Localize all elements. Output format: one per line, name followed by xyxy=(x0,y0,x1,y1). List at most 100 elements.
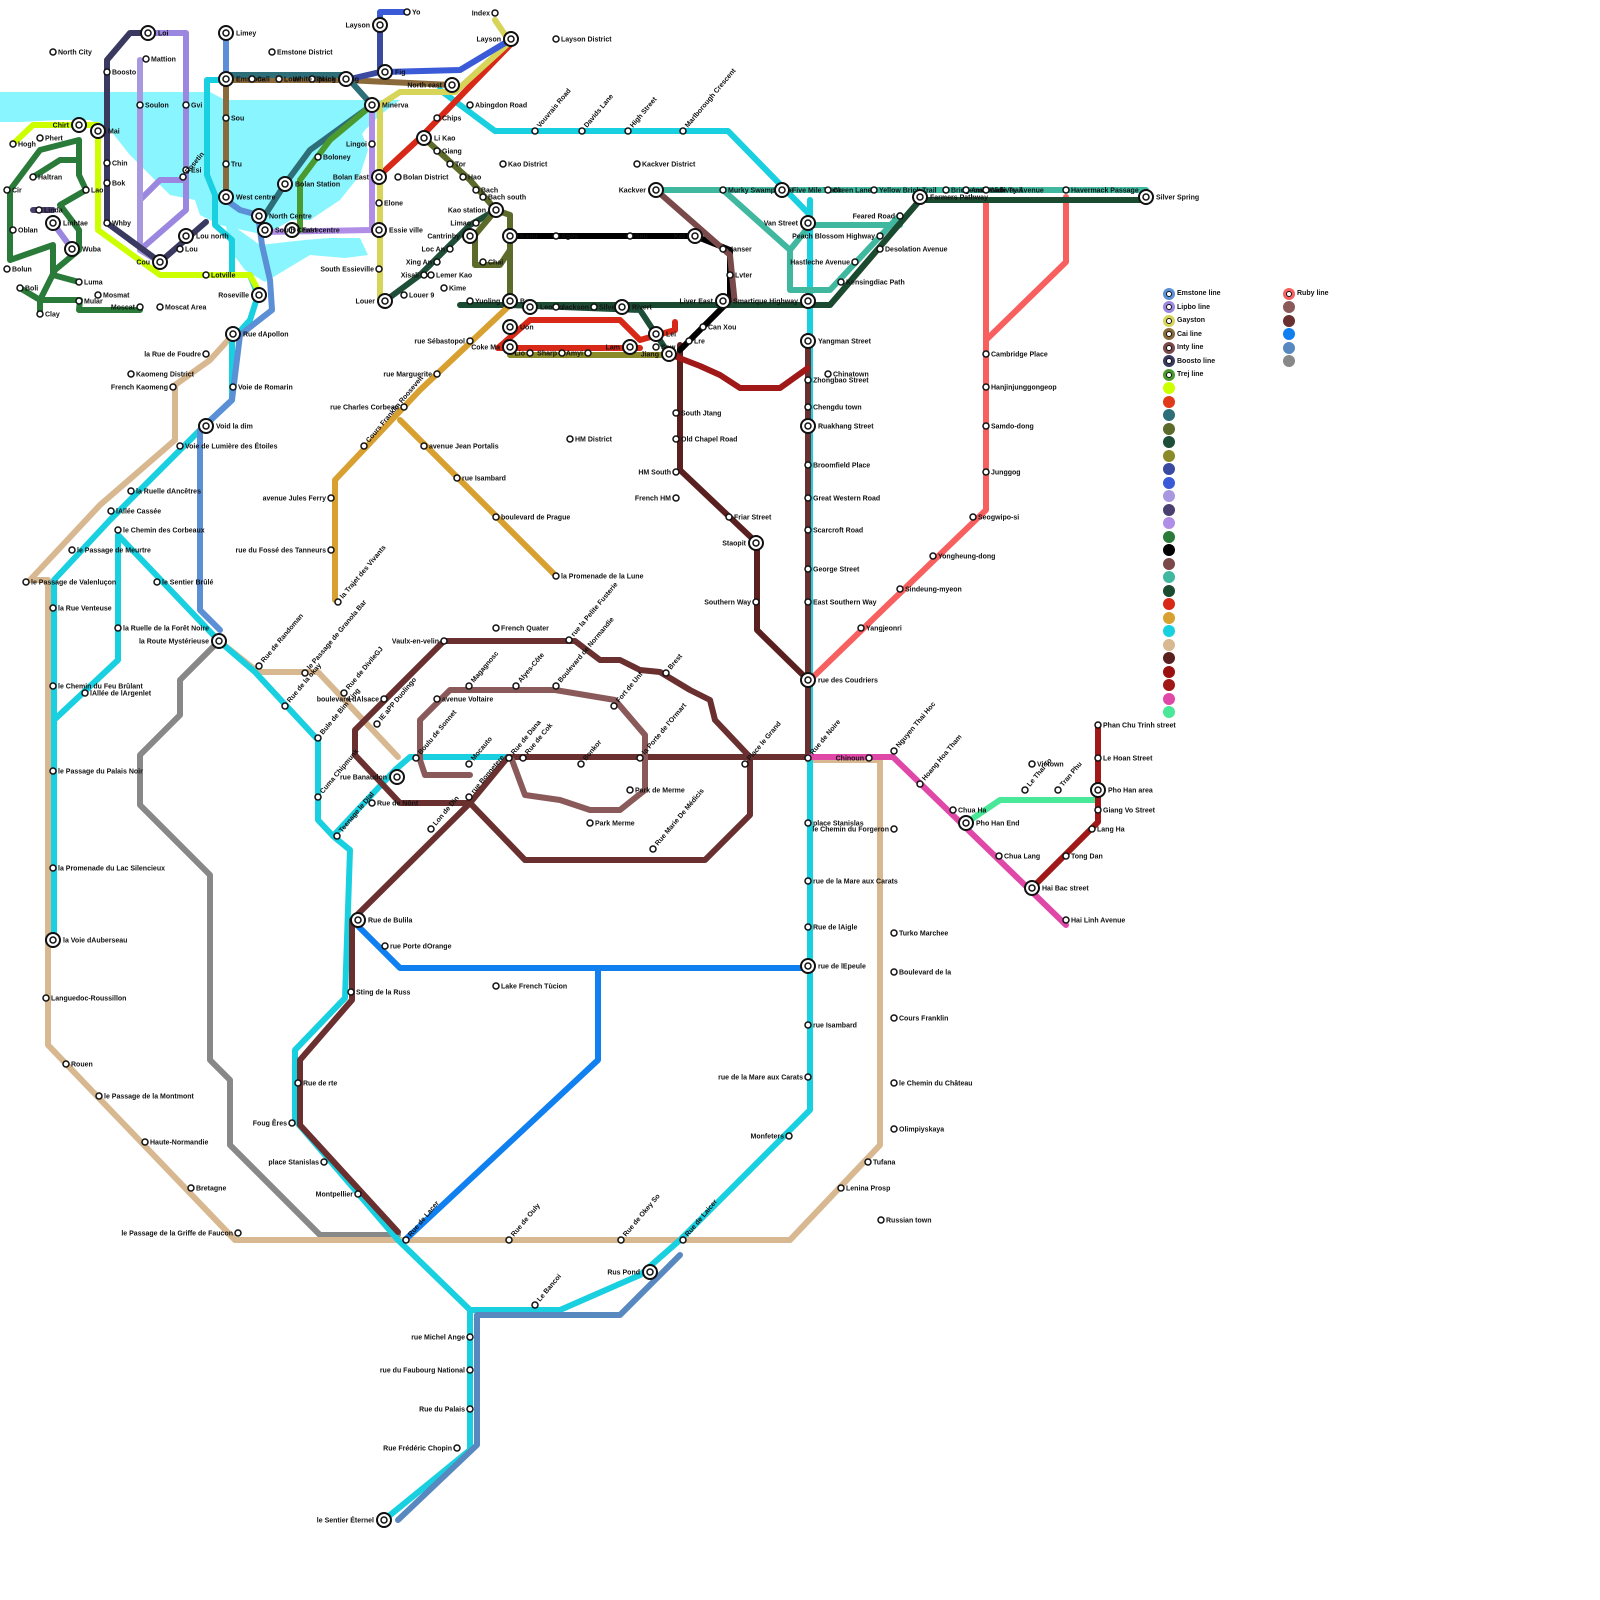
station-phan-chu-trinh-street[interactable]: Phan Chu Trinh street xyxy=(1094,721,1176,730)
station-wuba[interactable]: Wuba xyxy=(64,241,101,257)
station-le-passage-de-valenlucon[interactable]: le Passage de Valenluçon xyxy=(22,578,116,587)
station-tru[interactable]: Tru xyxy=(222,160,242,169)
station-north-centre[interactable]: North Centre xyxy=(251,208,312,224)
station-void-la-dim[interactable]: Void la dim xyxy=(198,418,253,434)
station-broomfield-place[interactable]: Broomfield Place xyxy=(804,461,870,470)
station-amyi[interactable]: Amyi xyxy=(566,349,592,358)
station-linhtae[interactable]: Linhtae xyxy=(45,215,88,231)
station-chai[interactable]: Chai xyxy=(479,258,503,267)
station-pho-han-area[interactable]: Pho Han area xyxy=(1090,782,1153,798)
station-ages[interactable]: Ages xyxy=(552,232,578,241)
station-rue-dapollon[interactable]: Rue dApollon xyxy=(225,326,289,342)
station-french-hm[interactable]: French HM xyxy=(635,494,680,503)
station-loc-an[interactable]: Loc An xyxy=(422,245,454,254)
station-lenina-prosp[interactable]: Lenina Prosp xyxy=(837,1184,890,1193)
station-rus-pond[interactable]: Rus Pond xyxy=(607,1264,658,1280)
station-haute-normandie[interactable]: Haute-Normandie xyxy=(141,1138,208,1147)
station-boulevard-de-la[interactable]: Boulevard de la xyxy=(890,968,951,977)
station-fort-de-unf[interactable]: Fort de Unf xyxy=(610,671,645,710)
station-index[interactable]: Index xyxy=(472,9,499,18)
station-xing-an[interactable]: Xing An xyxy=(406,258,441,267)
station-chengdu-town[interactable]: Chengdu town xyxy=(804,403,862,412)
station-park-merme[interactable]: Park Merme xyxy=(586,819,635,828)
station-silver-spring[interactable]: Silver Spring xyxy=(1138,189,1199,205)
station-hai-bac-street[interactable]: Hai Bac street xyxy=(1024,880,1089,896)
station-emstone-district[interactable]: Emstone District xyxy=(268,48,333,57)
station-rouen[interactable]: Rouen xyxy=(62,1060,93,1069)
station-foug-eres[interactable]: Foug Êres xyxy=(253,1119,296,1128)
station-silverset[interactable]: Silverset xyxy=(590,303,629,312)
station-white-spring[interactable]: White Spring xyxy=(293,71,354,87)
station-bridgeman-walk[interactable]: Bridgeman Walk xyxy=(942,186,1006,195)
station-french-quater[interactable]: French Quater xyxy=(492,624,549,633)
station-le-passage-de-la-griffe-de-faucon[interactable]: le Passage de la Griffe de Faucon xyxy=(121,1229,242,1238)
station-phert[interactable]: Phert xyxy=(36,134,64,143)
station-tufana[interactable]: Tufana xyxy=(864,1158,896,1167)
station-uon[interactable]: Uon xyxy=(502,319,534,335)
station-rue-du-fosse-des-tanneurs[interactable]: rue du Fossé des Tanneurs xyxy=(235,546,335,555)
station-boulevard-de-prague[interactable]: boulevard de Prague xyxy=(492,513,570,522)
station-bretagne[interactable]: Bretagne xyxy=(187,1184,226,1193)
station-kaomeng-district[interactable]: Kaomeng District xyxy=(127,370,195,379)
station-le-passage-de-la-montmont[interactable]: le Passage de la Montmont xyxy=(95,1092,195,1101)
station-bolan-station[interactable]: Bolan Station xyxy=(277,176,340,192)
station-east-southern-way[interactable]: East Southern Way xyxy=(804,598,877,607)
station-smartique-highway[interactable]: Smartique Highway xyxy=(733,293,816,309)
station-rue-de-divilegj[interactable]: Rue de DivileGJ xyxy=(340,646,385,697)
station-north-city[interactable]: North City xyxy=(49,48,92,57)
station-old-chapel-road[interactable]: Old Chapel Road xyxy=(672,435,737,444)
station-lvter[interactable]: Lvter xyxy=(726,271,752,280)
station-giang[interactable]: Giang xyxy=(433,147,462,156)
station-rue-michel-ange[interactable]: rue Michel Ange xyxy=(411,1333,474,1342)
station-uanser[interactable]: Uanser xyxy=(719,245,752,254)
station-oblan[interactable]: Oblan xyxy=(9,226,38,235)
station-rue-de-la-mare-aux-carats[interactable]: rue de la Mare aux Carats xyxy=(804,877,898,886)
station-bonkor[interactable]: Bonkor xyxy=(577,739,603,768)
station-la-voie-dauberseau[interactable]: la Voie dAuberseau xyxy=(45,932,127,948)
station-lake-french-tucion[interactable]: Lake French Tùcion xyxy=(492,982,567,991)
station-leonto[interactable]: Leonto xyxy=(522,299,563,315)
station-south-jtang[interactable]: South Jtang xyxy=(672,409,721,418)
station-avenue-jean-portalis[interactable]: avenue Jean Portalis xyxy=(420,442,499,451)
station-chin[interactable]: Chin xyxy=(103,159,128,168)
station-south-centre[interactable]: South Centre xyxy=(257,222,319,238)
station-davids-lane[interactable]: Davids Lane xyxy=(578,93,615,135)
station-turko-marchee[interactable]: Turko Marchee xyxy=(890,929,948,938)
station-sindeung-myeon[interactable]: Sindeung-myeon xyxy=(896,585,962,594)
station-zhongbao-street[interactable]: Zhongbao Street xyxy=(804,376,869,385)
station-rue-sebastopol[interactable]: rue Sébastopol xyxy=(414,337,474,346)
station-rue-porte-dorange[interactable]: rue Porte dOrange xyxy=(381,942,452,951)
station-lallee-cassee[interactable]: lAllée Cassée xyxy=(107,507,161,516)
station-rue-du-palais[interactable]: Rue du Palais xyxy=(419,1405,474,1414)
station-kackver[interactable]: Kackver xyxy=(619,182,664,198)
station-la-promenade-du-lac-silencieux[interactable]: la Promenade du Lac Silencieux xyxy=(49,864,165,873)
station-abingdon-road[interactable]: Abingdon Road xyxy=(466,101,527,110)
station-le-bancoi[interactable]: Le Bancoi xyxy=(531,1273,563,1309)
station-rue-de-bulila[interactable]: Rue de Bulila xyxy=(350,912,412,928)
station-rue-marguerite[interactable]: rue Marguerite xyxy=(383,370,441,379)
station-rue-de-lepeule[interactable]: rue de lEpeule xyxy=(800,958,866,974)
station-layson[interactable]: Layson xyxy=(345,17,388,33)
station-clay[interactable]: Clay xyxy=(36,310,60,319)
station-moscat-area[interactable]: Moscat Area xyxy=(156,303,206,312)
station-rue-charles-corbeau[interactable]: rue Charles Corbeau xyxy=(330,403,408,412)
station-jiang[interactable]: Jiang xyxy=(641,346,677,362)
station-la-ruelle-de-la-foret-noire[interactable]: la Ruelle de la Forêt Noire xyxy=(114,624,209,633)
station-esi[interactable]: Esi xyxy=(182,166,202,175)
station-mocauto[interactable]: Mocauto xyxy=(465,736,494,768)
station-xisali[interactable]: Xisali xyxy=(401,271,428,280)
station-samdo-dong[interactable]: Samdo-dong xyxy=(982,422,1034,431)
station-teenage-le-dial[interactable]: Teenage le Dial xyxy=(333,791,376,840)
station-green-lane[interactable]: Green Lane xyxy=(824,186,872,195)
station-moscat[interactable]: Moscat xyxy=(111,303,144,312)
station-cou[interactable]: Cou xyxy=(136,254,168,270)
station-hm-south[interactable]: HM South xyxy=(638,468,680,477)
station-layson[interactable]: Layson xyxy=(476,31,519,47)
station-place-stanislas[interactable]: place Stanislas xyxy=(804,819,864,828)
station-rue-isambard[interactable]: rue Isambard xyxy=(804,1021,857,1030)
station-kackver-district[interactable]: Kackver District xyxy=(633,160,696,169)
station-tong-dan[interactable]: Tong Dan xyxy=(1062,852,1103,861)
station-le-passage-de-meurtre[interactable]: le Passage de Meurtre xyxy=(68,546,151,555)
station-chinatown[interactable]: Chinatown xyxy=(824,370,869,379)
station-limivey-avenue[interactable]: Limivey Avenue xyxy=(982,186,1044,195)
